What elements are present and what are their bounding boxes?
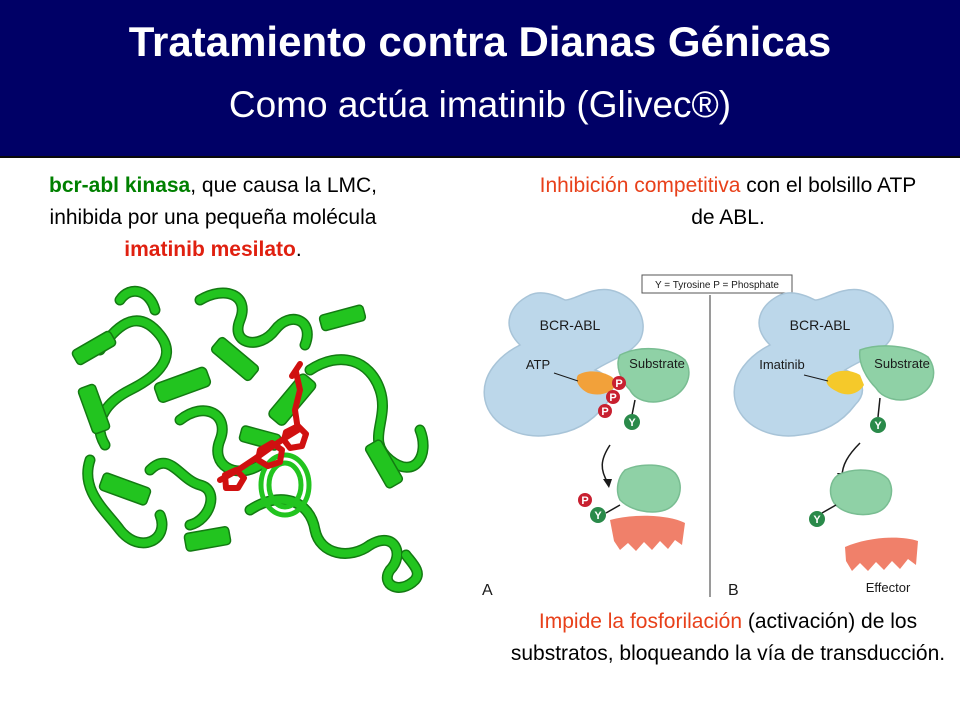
phosphorylation-term: Impide la fosforilación — [538, 610, 743, 633]
tyrosine-symbol: Y — [813, 514, 821, 526]
substrate-b — [858, 345, 935, 401]
title-banner: Tratamiento contra Dianas Génicas Como a… — [0, 0, 960, 158]
tyrosine-symbol: Y — [874, 420, 882, 432]
atp-molecule — [576, 371, 618, 395]
legend-text: Y = Tyrosine P = Phosphate — [655, 280, 779, 291]
legend-box — [641, 274, 793, 294]
arrow-head-icon — [603, 479, 612, 488]
phosphate-symbol: P — [601, 406, 608, 418]
tyrosine-link — [877, 397, 881, 418]
phosphate-icon — [578, 493, 592, 507]
page-title: Tratamiento contra Dianas Génicas — [128, 18, 832, 65]
tyrosine-icon — [870, 417, 886, 433]
phosphate-icon — [598, 404, 612, 418]
panel-b: BCR-ABL Substrate Imatinib Y Y Effector … — [728, 288, 935, 599]
inhibition-text: con el bolsillo ATP de ABL. — [691, 174, 917, 229]
protein-ribbon — [71, 285, 429, 593]
description-text: , que causa la LMC, inhibida por una peq… — [49, 174, 377, 229]
tyrosine-icon — [624, 414, 640, 430]
imatinib-molecule — [826, 370, 864, 395]
unphosphorylated-substrate — [829, 469, 893, 516]
panel-a: BCR-ABL Substrate ATP P P P Y P Y A — [482, 288, 690, 599]
enzyme-label-b: BCR-ABL — [790, 317, 851, 333]
tyrosine-icon — [590, 507, 606, 523]
inhibition-description: Inhibición competitiva con el bolsillo A… — [528, 170, 928, 234]
panel-b-letter: B — [728, 582, 739, 599]
arrow-icon — [601, 444, 611, 484]
imatinib-label: Imatinib — [759, 357, 805, 372]
protein-description: bcr-abl kinasa, que causa la LMC, inhibi… — [18, 170, 408, 266]
tyrosine-link — [821, 504, 837, 514]
enzyme-label-a: BCR-ABL — [540, 317, 601, 333]
phosphate-icon — [606, 390, 620, 404]
tyrosine-symbol: Y — [594, 510, 602, 522]
phosphorylated-substrate — [616, 464, 681, 513]
phosphate-symbol: P — [609, 392, 616, 404]
atp-pointer — [553, 372, 579, 382]
panel-a-letter: A — [482, 582, 493, 599]
phosphate-icon — [612, 376, 626, 390]
substrate-label-a: Substrate — [629, 356, 685, 371]
bcr-abl-term: bcr-abl kinasa — [49, 174, 191, 197]
effect-description: Impide la fosforilación (activación) de … — [508, 606, 948, 670]
imatinib-ligand — [217, 361, 309, 491]
effect-text: (activación) de los substratos, bloquean… — [510, 610, 946, 665]
phosphate-symbol: P — [581, 495, 588, 507]
description-end: . — [295, 238, 302, 261]
tyrosine-link — [605, 504, 621, 514]
effector-label: Effector — [866, 580, 911, 595]
page-subtitle: Como actúa imatinib (Glivec®) — [228, 84, 732, 125]
tyrosine-link — [631, 399, 636, 416]
kinase-ribbon-structure — [71, 285, 429, 593]
atp-label: ATP — [526, 357, 550, 372]
tyrosine-icon — [809, 511, 825, 527]
competitive-inhibition-term: Inhibición competitiva — [539, 174, 741, 197]
substrate-label-b: Substrate — [874, 356, 930, 371]
effector-b — [845, 537, 918, 571]
imatinib-pointer — [803, 374, 829, 382]
effector-a — [610, 515, 685, 551]
bcr-abl-enzyme — [733, 288, 894, 437]
phosphate-symbol: P — [615, 378, 622, 390]
mechanism-diagram: Y = Tyrosine P = Phosphate BCR-ABL Subst… — [482, 274, 935, 599]
imatinib-term: imatinib mesilato — [124, 238, 296, 261]
tyrosine-symbol: Y — [628, 417, 636, 429]
